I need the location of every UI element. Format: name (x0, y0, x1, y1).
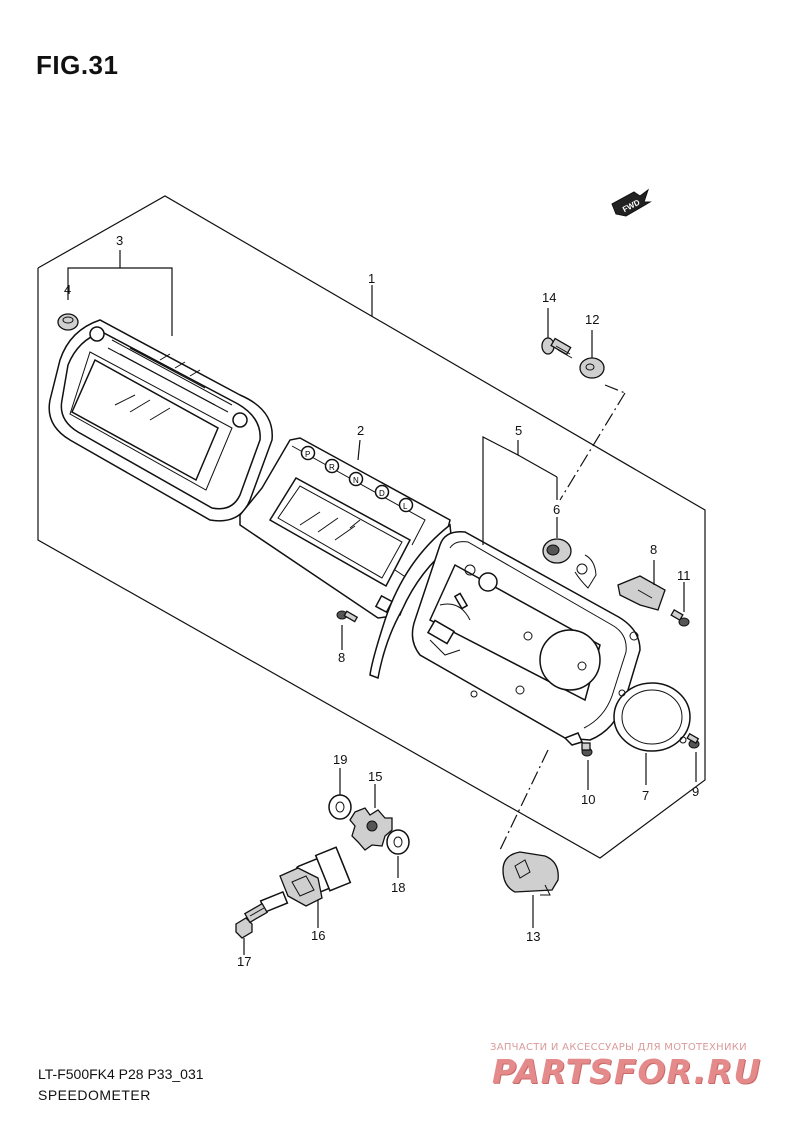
callout-14: 14 (542, 290, 556, 305)
bolt-part-17 (235, 902, 269, 939)
callout-3: 3 (116, 233, 123, 248)
watermark-tagline: ЗАПЧАСТИ И АКСЕССУАРЫ ДЛЯ МОТОТЕХНИКИ (490, 1042, 747, 1053)
gear-indicator-d: D (374, 484, 390, 500)
gear-indicator-r: R (324, 458, 340, 474)
callout-6: 6 (553, 502, 560, 517)
svg-text:N: N (353, 476, 359, 485)
indicator-panel-part-2: P R N D L (239, 437, 451, 619)
callout-15: 15 (368, 769, 382, 784)
screw-part-8-lower (336, 610, 359, 623)
watermark-logo: PARTSFOR.RU (492, 1052, 762, 1091)
callout-18: 18 (391, 880, 405, 895)
bolt-part-14 (541, 337, 573, 359)
grommet-part-4 (57, 313, 79, 331)
figure-title: FIG.31 (36, 50, 119, 80)
callout-numbers: 3 4 1 2 5 6 14 12 8 11 8 7 9 10 19 15 18… (64, 233, 699, 969)
meter-cover-part-3 (48, 319, 273, 522)
callout-16: 16 (311, 928, 325, 943)
callout-7: 7 (642, 788, 649, 803)
gear-indicator-n: N (348, 471, 364, 487)
callout-1: 1 (368, 271, 375, 286)
svg-text:P: P (305, 450, 310, 459)
screw-part-11 (670, 609, 690, 627)
callout-8-upper: 8 (650, 542, 657, 557)
gasket-ring-part-7 (613, 682, 691, 752)
assembly-name-label: SPEEDOMETER (38, 1087, 151, 1103)
cap-part-13 (502, 851, 559, 896)
callout-2: 2 (357, 423, 364, 438)
svg-text:R: R (329, 463, 335, 472)
speed-sensor-part-16 (259, 846, 352, 914)
callout-17: 17 (237, 954, 251, 969)
gear-part-15 (349, 807, 393, 851)
svg-text:L: L (403, 502, 408, 511)
callout-5: 5 (515, 423, 522, 438)
callout-11: 11 (677, 568, 691, 583)
callout-9: 9 (692, 784, 699, 799)
gear-indicator-p: P (300, 445, 316, 461)
callout-19: 19 (333, 752, 347, 767)
gear-indicator-l: L (398, 497, 414, 513)
washer-part-12 (579, 357, 605, 379)
meter-case-part-5 (411, 531, 641, 746)
callout-4: 4 (64, 282, 71, 297)
wire-harness (369, 523, 453, 680)
washer-part-18 (386, 829, 410, 855)
grommet-part-6 (542, 538, 572, 564)
callout-8-lower: 8 (338, 650, 345, 665)
screw-part-9 (686, 732, 700, 749)
svg-text:D: D (379, 489, 385, 498)
callout-12: 12 (585, 312, 599, 327)
model-code-label: LT-F500FK4 P28 P33_031 (38, 1066, 204, 1082)
fwd-direction-arrow: FWD (611, 188, 652, 217)
callout-10: 10 (581, 792, 595, 807)
screw-part-10 (581, 742, 593, 757)
assembly-boundary-line (37, 195, 706, 859)
washer-part-19 (328, 794, 352, 820)
clip-part-8 (617, 575, 666, 611)
callout-leaders (67, 250, 697, 955)
callout-13: 13 (526, 929, 540, 944)
